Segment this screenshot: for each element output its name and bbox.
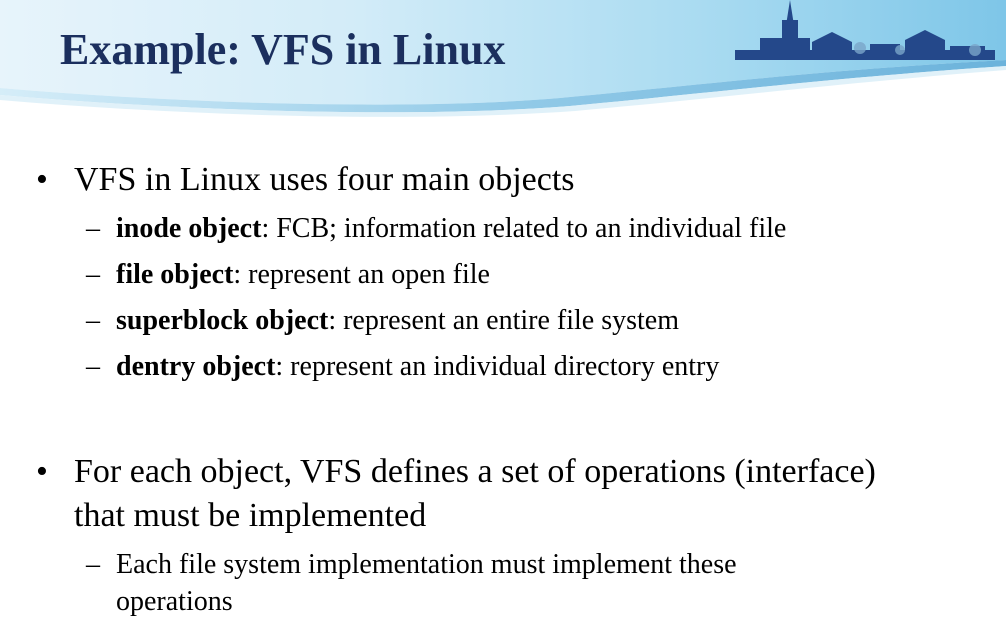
desc-inode-object: : FCB; information related to an individ… [261, 213, 787, 244]
dash-glyph: – [86, 259, 100, 290]
dash-glyph: – [86, 305, 100, 336]
term-superblock-object: superblock object [116, 305, 329, 336]
header-banner [0, 0, 1006, 117]
term-dentry-object: dentry object [116, 351, 276, 382]
skyline-trees [854, 42, 981, 56]
term-inode-object: inode object [116, 213, 262, 244]
dash-glyph: – [86, 213, 100, 244]
desc-dentry-object: : represent an individual directory entr… [275, 351, 720, 382]
dash-glyph: – [86, 351, 100, 382]
dash-glyph: – [86, 549, 100, 580]
bullet-glyph: • [36, 453, 48, 490]
sub-bullet-2-line-2: operations [116, 586, 233, 617]
desc-superblock-object: : represent an entire file system [328, 305, 679, 336]
bullet-2-line-2: that must be implemented [74, 497, 427, 534]
slide-title: Example: VFS in Linux [60, 25, 506, 74]
term-file-object: file object [116, 259, 234, 290]
bullet-1-text: VFS in Linux uses four main objects [74, 161, 575, 198]
bullet-2-line-1: For each object, VFS defines a set of op… [74, 453, 876, 490]
bullet-glyph: • [36, 161, 48, 198]
desc-file-object: : represent an open file [233, 259, 490, 290]
sub-bullet-2-line-1: Each file system implementation must imp… [116, 549, 737, 580]
skyline-silhouette [735, 0, 995, 60]
